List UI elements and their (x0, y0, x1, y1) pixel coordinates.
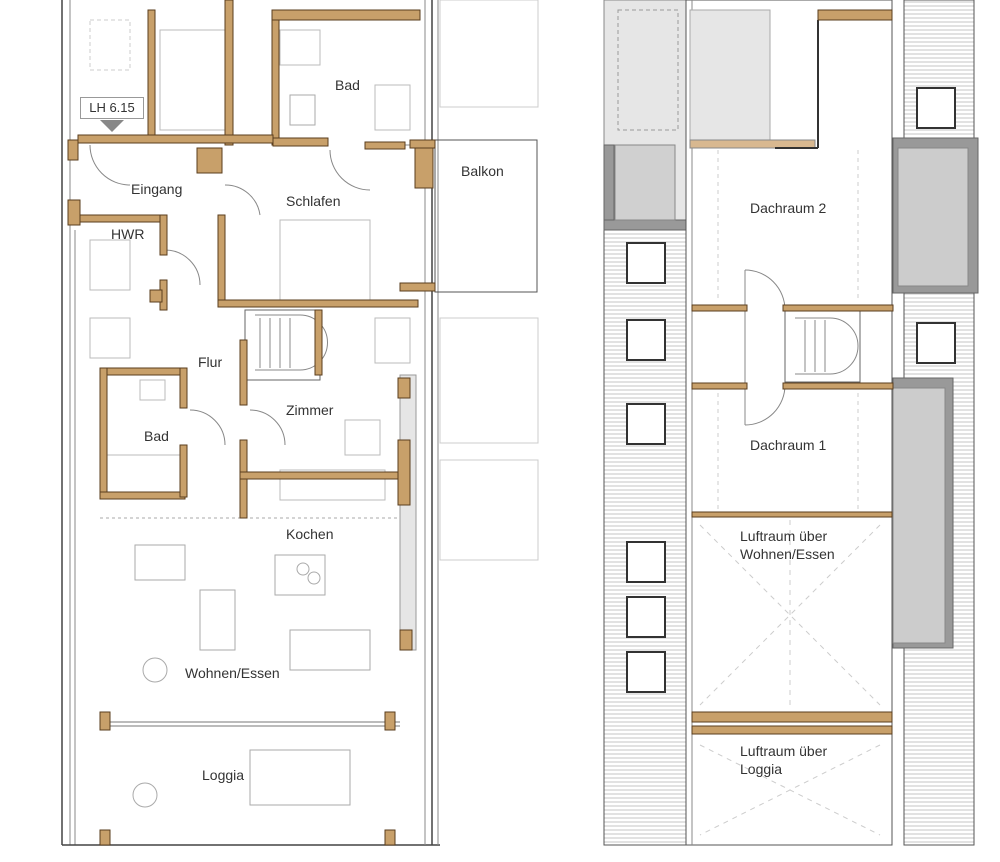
room-label-wohnen-essen: Wohnen/Essen (185, 665, 280, 681)
lower-floor-walls (67, 0, 436, 846)
room-label-dachraum-1: Dachraum 1 (750, 437, 827, 453)
room-label-loggia: Loggia (202, 767, 245, 783)
room-label-luftraum-wohnen: Luftraum über Wohnen/Essen (740, 528, 835, 562)
room-label-eingang: Eingang (131, 181, 183, 197)
room-label-schlafen: Schlafen (286, 193, 341, 209)
room-label-hwr: HWR (111, 226, 145, 242)
upper-floor-plan (603, 0, 979, 846)
room-label-flur: Flur (198, 354, 223, 370)
lower-floor-plan (61, 0, 539, 846)
level-marker-arrow-icon (100, 120, 124, 132)
room-label-bad-bottom: Bad (144, 428, 169, 444)
room-label-balkon: Balkon (461, 163, 504, 179)
room-label-kochen: Kochen (286, 526, 334, 542)
room-label-bad-top: Bad (335, 77, 360, 93)
upper-floor-walls (691, 304, 894, 735)
room-label-luftraum-loggia: Luftraum über Loggia (740, 743, 828, 777)
level-tag: LH 6.15 (80, 97, 144, 119)
room-label-zimmer: Zimmer (286, 402, 334, 418)
room-label-dachraum-2: Dachraum 2 (750, 200, 827, 216)
